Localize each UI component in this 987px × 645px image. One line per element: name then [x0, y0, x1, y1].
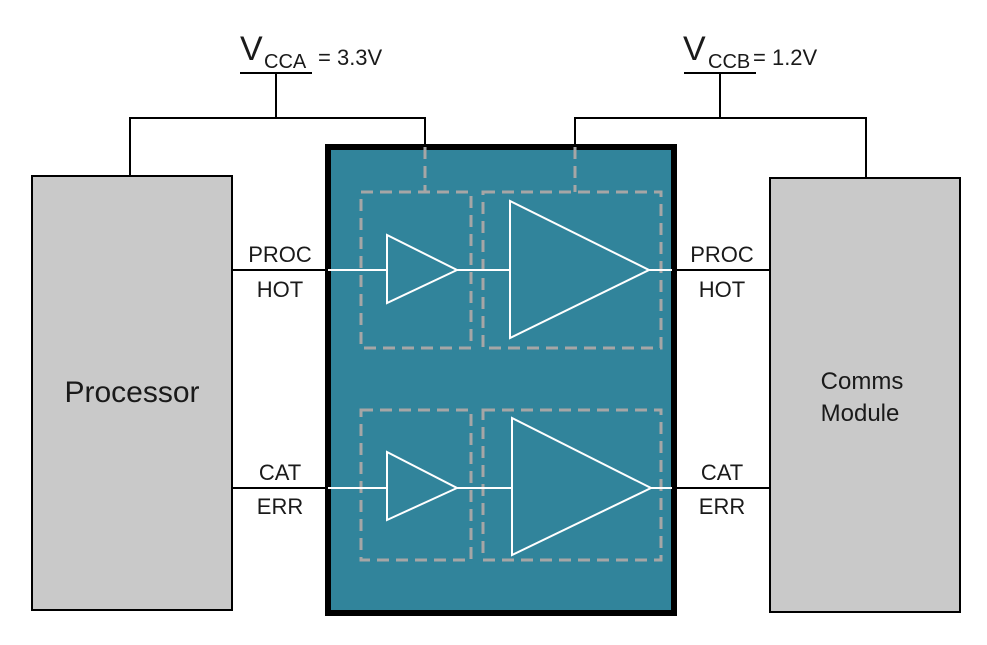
- right-bottom-signal-line2: ERR: [699, 494, 745, 519]
- input-buffer-bottom: [386, 450, 460, 522]
- internal-wires: [328, 269, 672, 489]
- right-top-signal-line1: PROC: [690, 242, 754, 267]
- processor-label: Processor: [64, 376, 199, 409]
- left-top-signal-line1: PROC: [248, 242, 312, 267]
- comms-label-line1: Comms: [821, 368, 904, 395]
- comms-label-line2: Module: [821, 400, 900, 427]
- vcca-subscript: CCA: [264, 51, 307, 73]
- left-bottom-signal-line1: CAT: [259, 460, 301, 485]
- comms-module-block: Comms Module: [769, 177, 961, 613]
- vcca-supply: V CCA = 3.3V: [129, 30, 426, 190]
- output-buffer-top: [509, 199, 652, 340]
- right-bottom-signal-line1: CAT: [701, 460, 743, 485]
- vcca-v: V: [240, 30, 263, 68]
- vccb-subscript: CCB: [708, 51, 750, 73]
- vccb-v: V: [683, 30, 706, 68]
- signal-labels: PROC HOT CAT ERR PROC HOT CAT ERR: [248, 242, 754, 519]
- signal-wires: [232, 269, 770, 489]
- processor-block: Processor: [31, 175, 233, 611]
- vccb-supply: V CCB = 1.2V: [574, 30, 867, 190]
- left-top-signal-line2: HOT: [257, 277, 303, 302]
- output-buffer-bottom: [511, 416, 654, 557]
- translator-chip: [325, 144, 677, 616]
- vccb-value: = 1.2V: [753, 45, 818, 70]
- vcca-value: = 3.3V: [318, 45, 383, 70]
- input-buffer-top: [386, 233, 460, 305]
- left-bottom-signal-line2: ERR: [257, 494, 303, 519]
- right-top-signal-line2: HOT: [699, 277, 745, 302]
